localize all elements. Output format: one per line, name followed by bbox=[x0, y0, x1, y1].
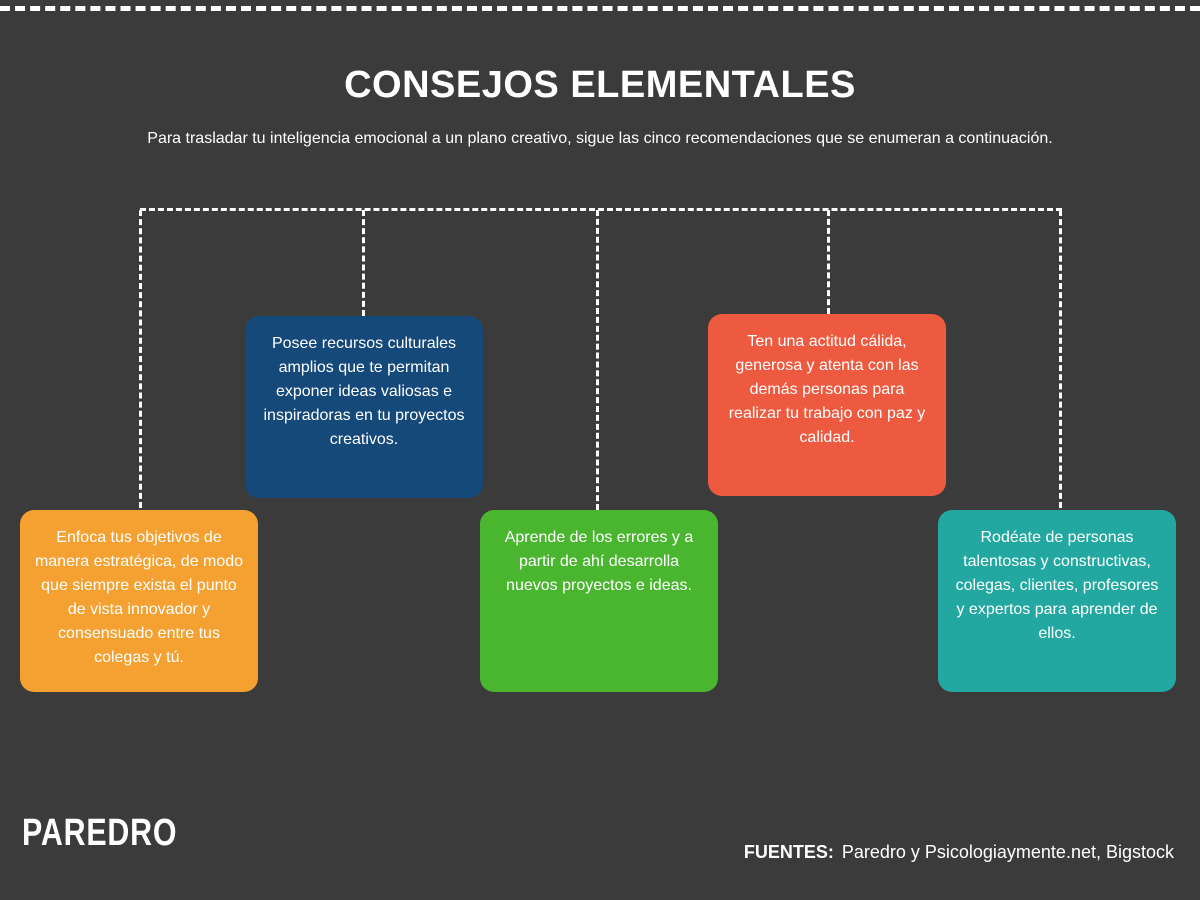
tip-text: Posee recursos culturales amplios que te… bbox=[263, 335, 465, 448]
page-subtitle: Para trasladar tu inteligencia emocional… bbox=[147, 130, 1053, 147]
tip-text: Ten una actitud cálida, generosa y atent… bbox=[728, 333, 926, 446]
connector-2 bbox=[362, 210, 365, 316]
connector-horizontal bbox=[140, 208, 1062, 211]
tip-text: Aprende de los errores y a partir de ahí… bbox=[504, 529, 694, 594]
connector-5 bbox=[1059, 210, 1062, 508]
tip-box-4: Ten una actitud cálida, generosa y atent… bbox=[708, 314, 946, 496]
page-title: CONSEJOS ELEMENTALES bbox=[344, 64, 856, 106]
sources-text: Paredro y Psicologiaymente.net, Bigstock bbox=[841, 842, 1174, 862]
paredro-logo: PAREDRO bbox=[22, 812, 178, 854]
sources: FUENTES: Paredro y Psicologiaymente.net, … bbox=[744, 842, 1174, 863]
connector-4 bbox=[827, 210, 830, 314]
tip-box-5: Rodéate de personas talentosas y constru… bbox=[938, 510, 1176, 692]
tip-text: Rodéate de personas talentosas y constru… bbox=[955, 529, 1159, 642]
sources-label: FUENTES: bbox=[743, 842, 834, 862]
top-dashed-border bbox=[0, 6, 1200, 11]
connector-1 bbox=[139, 210, 142, 508]
tip-text: Enfoca tus objetivos de manera estratégi… bbox=[34, 529, 244, 666]
connector-3 bbox=[596, 210, 599, 510]
tip-box-1: Enfoca tus objetivos de manera estratégi… bbox=[20, 510, 258, 692]
tip-box-2: Posee recursos culturales amplios que te… bbox=[245, 316, 483, 498]
tip-box-3: Aprende de los errores y a partir de ahí… bbox=[480, 510, 718, 692]
